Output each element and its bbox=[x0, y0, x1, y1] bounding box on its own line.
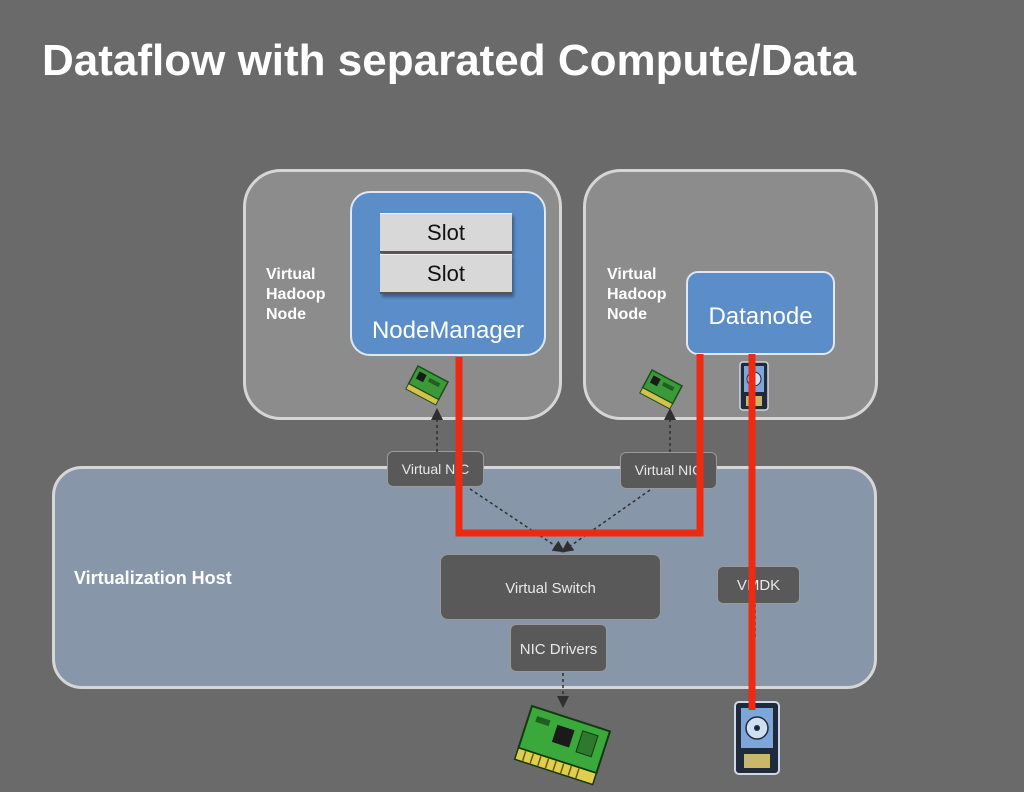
virtual-nic-left-label: Virtual NIC bbox=[401, 461, 470, 477]
data-node-label-line: Virtual bbox=[607, 266, 657, 283]
virtualization-host-label: Virtualization Host bbox=[74, 568, 232, 588]
page-title: Dataflow with separated Compute/Data bbox=[42, 36, 857, 85]
compute-node-label: Virtual Hadoop Node bbox=[266, 265, 326, 325]
nodemanager-label: NodeManager bbox=[371, 317, 525, 344]
vmdk: VMDK bbox=[717, 566, 800, 604]
compute-node-label-line: Virtual bbox=[266, 266, 316, 283]
network-card-icon bbox=[513, 704, 612, 786]
datanode-label: Datanode bbox=[708, 303, 813, 330]
hard-disk-icon bbox=[734, 701, 780, 775]
virtual-switch-label: Virtual Switch bbox=[505, 580, 596, 597]
compute-node-label-line: Hadoop bbox=[266, 286, 326, 303]
datanode-box: Datanode bbox=[686, 271, 835, 355]
virtual-nic-right: Virtual NIC bbox=[620, 452, 717, 489]
virtual-nic-right-label: Virtual NIC bbox=[634, 462, 703, 478]
data-node-label: Virtual Hadoop Node bbox=[607, 265, 667, 325]
slot-2: Slot bbox=[380, 254, 512, 294]
nic-drivers: NIC Drivers bbox=[510, 624, 607, 672]
data-node-label-line: Node bbox=[607, 306, 647, 323]
nic-drivers-label: NIC Drivers bbox=[519, 641, 598, 658]
virtual-switch: Virtual Switch bbox=[440, 554, 661, 620]
vmdk-label: VMDK bbox=[736, 577, 781, 594]
compute-node-label-line: Node bbox=[266, 306, 306, 323]
data-node-label-line: Hadoop bbox=[607, 286, 667, 303]
virtual-nic-left: Virtual NIC bbox=[387, 451, 484, 487]
slot-1: Slot bbox=[380, 213, 512, 253]
